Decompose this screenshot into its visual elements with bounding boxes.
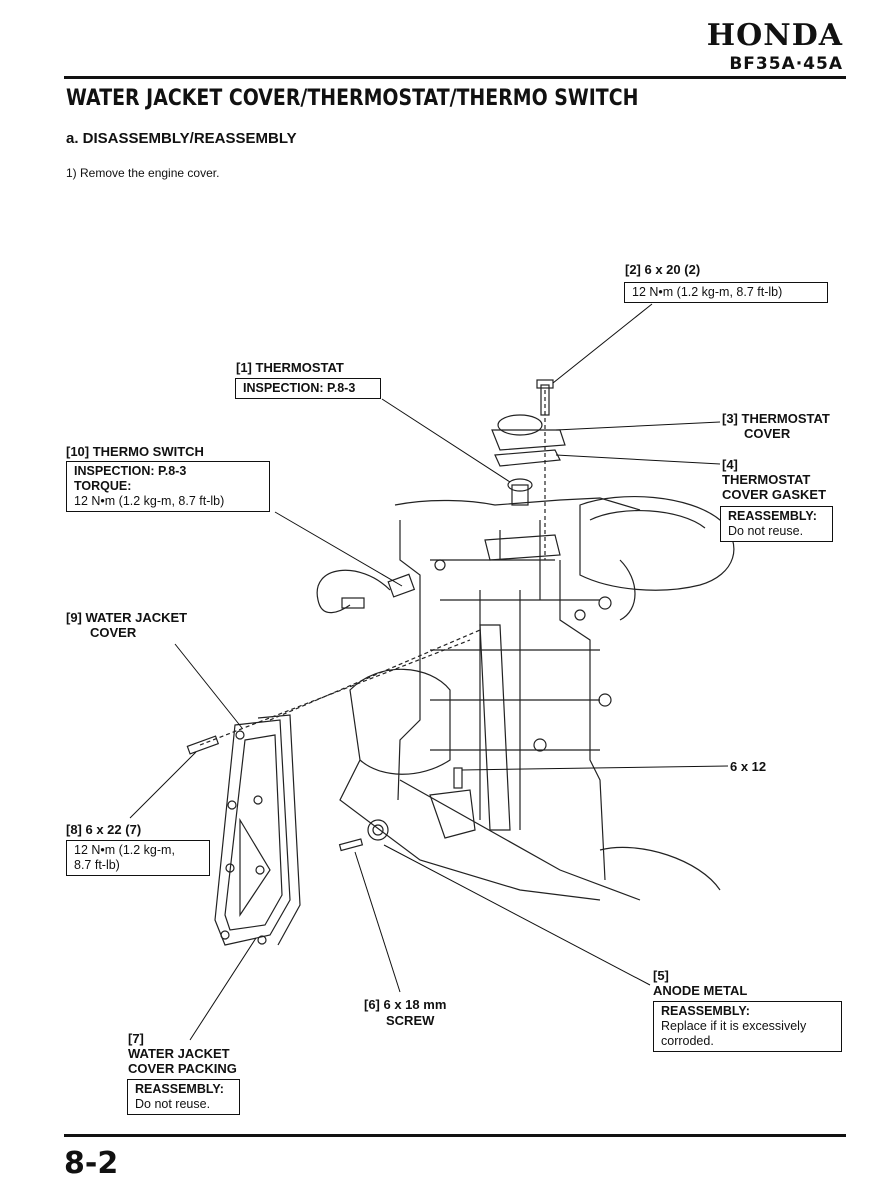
callout-4-label: [4] bbox=[722, 457, 738, 472]
page-title: WATER JACKET COVER/THERMOSTAT/THERMO SWI… bbox=[66, 86, 639, 111]
page-number: 8-2 bbox=[64, 1146, 119, 1181]
callout-7-box-text: Do not reuse. bbox=[135, 1097, 211, 1111]
callout-8-box-line1: 12 N•m (1.2 kg-m, bbox=[74, 843, 175, 857]
callout-4-box-text: Do not reuse. bbox=[728, 524, 804, 538]
callout-5-box-text-1: Replace if it is excessively bbox=[661, 1019, 807, 1033]
callout-5-label: [5] bbox=[653, 968, 669, 983]
callout-5-label-2: ANODE METAL bbox=[653, 983, 748, 998]
callout-1-inspection-box: INSPECTION: P.8-3 bbox=[235, 378, 381, 399]
callout-5-box-title: REASSEMBLY: bbox=[661, 1004, 750, 1018]
callout-4-reassembly-box: REASSEMBLY: Do not reuse. bbox=[720, 506, 833, 542]
callout-2-label: [2] 6 x 20 (2) bbox=[625, 262, 701, 277]
callout-10-label: [10] THERMO SWITCH bbox=[66, 444, 204, 459]
section-subtitle: a. DISASSEMBLY/REASSEMBLY bbox=[66, 130, 297, 147]
callout-7-box-title: REASSEMBLY: bbox=[135, 1082, 224, 1096]
callout-10-torque-value: 12 N•m (1.2 kg-m, 8.7 ft-lb) bbox=[74, 494, 225, 508]
brand-logo: HONDA bbox=[706, 18, 843, 53]
callout-10-inspection: INSPECTION: P.8-3 bbox=[74, 464, 187, 478]
top-rule bbox=[64, 76, 846, 79]
callout-4-box-title: REASSEMBLY: bbox=[728, 509, 817, 523]
callout-5-reassembly-box: REASSEMBLY: Replace if it is excessively… bbox=[653, 1001, 842, 1052]
step-text: 1) Remove the engine cover. bbox=[66, 166, 220, 180]
callout-7-label-3: COVER PACKING bbox=[128, 1061, 237, 1076]
callout-9-label-2: COVER bbox=[90, 625, 137, 640]
callout-8-box-line2: 8.7 ft-lb) bbox=[74, 858, 120, 872]
callout-2-torque-box: 12 N•m (1.2 kg-m, 8.7 ft-lb) bbox=[624, 282, 828, 303]
callout-5-box-text-2: corroded. bbox=[661, 1034, 714, 1048]
callout-4-label-3: COVER GASKET bbox=[722, 487, 827, 502]
callout-10-torque-title: TORQUE: bbox=[74, 479, 132, 493]
bottom-rule bbox=[64, 1134, 846, 1137]
callout-6-label-2: SCREW bbox=[386, 1013, 435, 1028]
callout-10-box: INSPECTION: P.8-3 TORQUE: 12 N•m (1.2 kg… bbox=[66, 461, 270, 512]
callout-7-label: [7] bbox=[128, 1031, 144, 1046]
callout-8-label: [8] 6 x 22 (7) bbox=[66, 822, 142, 837]
callout-1-label: [1] THERMOSTAT bbox=[236, 360, 344, 375]
callout-7-reassembly-box: REASSEMBLY: Do not reuse. bbox=[127, 1079, 240, 1115]
callout-3-label: [3] THERMOSTAT bbox=[722, 411, 830, 426]
callout-8-torque-box: 12 N•m (1.2 kg-m, 8.7 ft-lb) bbox=[66, 840, 210, 876]
callout-9-label: [9] WATER JACKET bbox=[66, 610, 188, 625]
callout-3-label-2: COVER bbox=[744, 426, 791, 441]
model-name: BF35A·45A bbox=[729, 54, 843, 74]
callout-4-label-2: THERMOSTAT bbox=[722, 472, 811, 487]
callout-6-label: [6] 6 x 18 mm bbox=[364, 997, 447, 1012]
callout-6x12-label: 6 x 12 bbox=[730, 759, 767, 774]
callout-7-label-2: WATER JACKET bbox=[128, 1046, 230, 1061]
